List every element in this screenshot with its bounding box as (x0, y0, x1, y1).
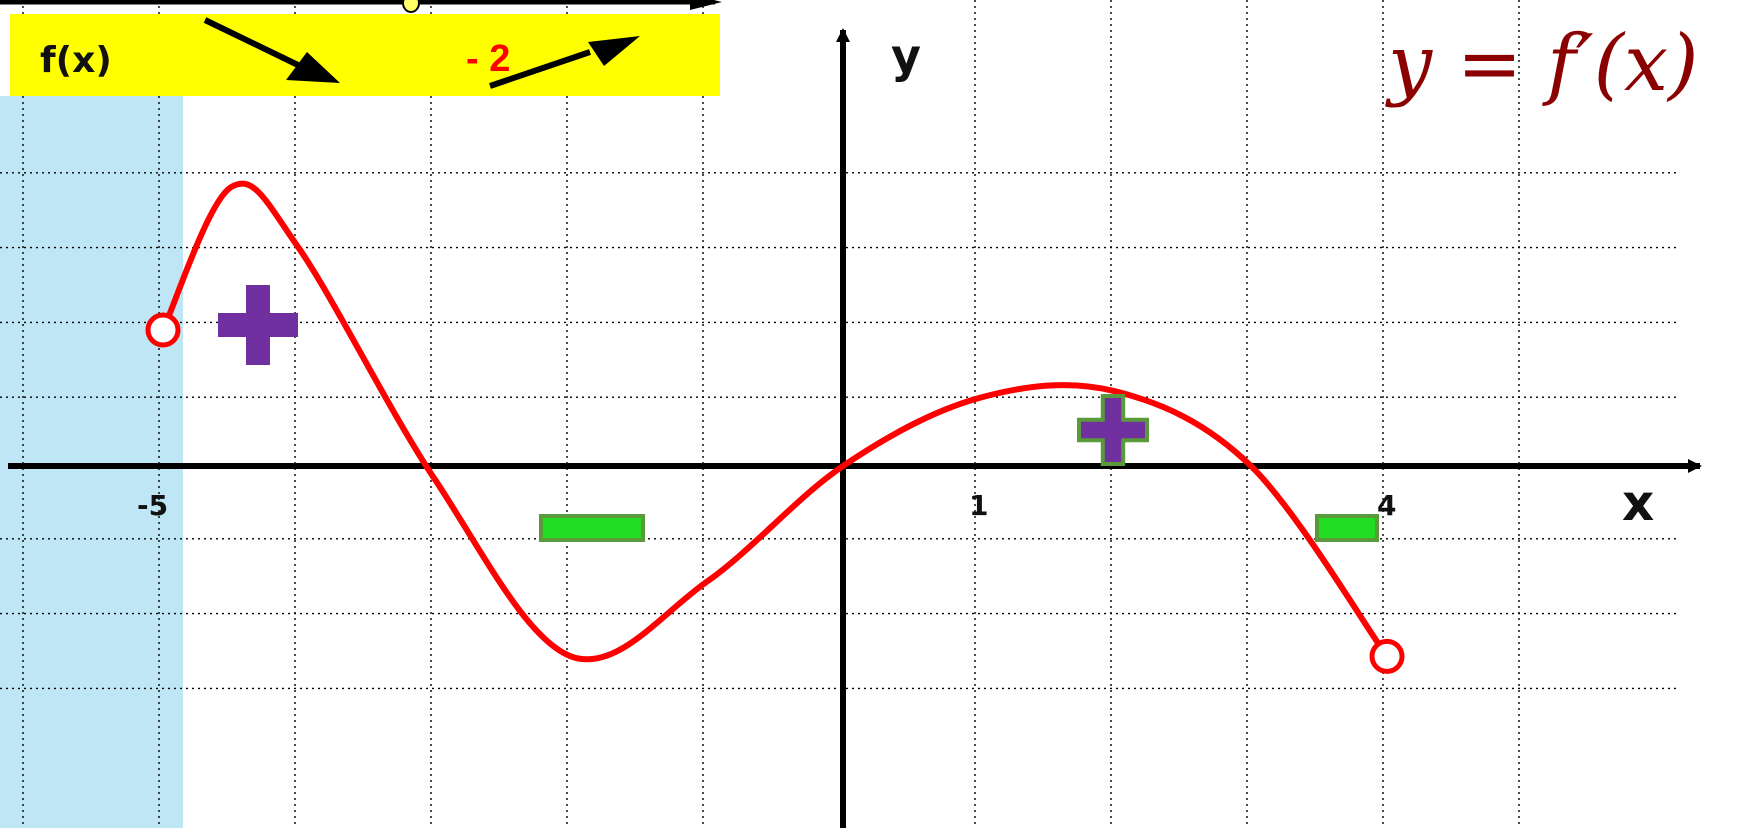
equation-label: y = f′(x) (1385, 19, 1698, 109)
x-axis-label: x (1622, 474, 1654, 532)
x-tick-label: -5 (137, 489, 168, 522)
x-tick-labels: -5 1 4 (137, 489, 1396, 522)
open-endpoints (145, 312, 1405, 674)
critical-value-label: - 2 (466, 38, 510, 80)
sign-line-point (402, 0, 420, 13)
function-label: f(x) (40, 40, 112, 81)
plus-sign-icon (218, 285, 298, 365)
plus-sign-icon (1077, 394, 1149, 466)
sign-marks (218, 285, 1379, 542)
x-tick-label: 4 (1377, 489, 1396, 522)
domain-exclusion-strip (0, 96, 183, 828)
x-tick-label: 1 (969, 489, 988, 522)
increasing-arrow-shaft (489, 49, 591, 89)
increasing-arrow-icon (588, 36, 640, 66)
open-endpoint-marker (145, 312, 181, 348)
y-axis-label: y (891, 29, 921, 83)
derivative-curve (160, 180, 1390, 663)
minus-sign-icon (539, 514, 645, 542)
open-endpoint-marker (1369, 638, 1405, 674)
minus-sign-icon (1315, 514, 1379, 542)
decreasing-arrow-shaft (203, 17, 302, 69)
decreasing-arrow-icon (286, 52, 340, 83)
sign-line-arrow-icon (690, 0, 722, 10)
